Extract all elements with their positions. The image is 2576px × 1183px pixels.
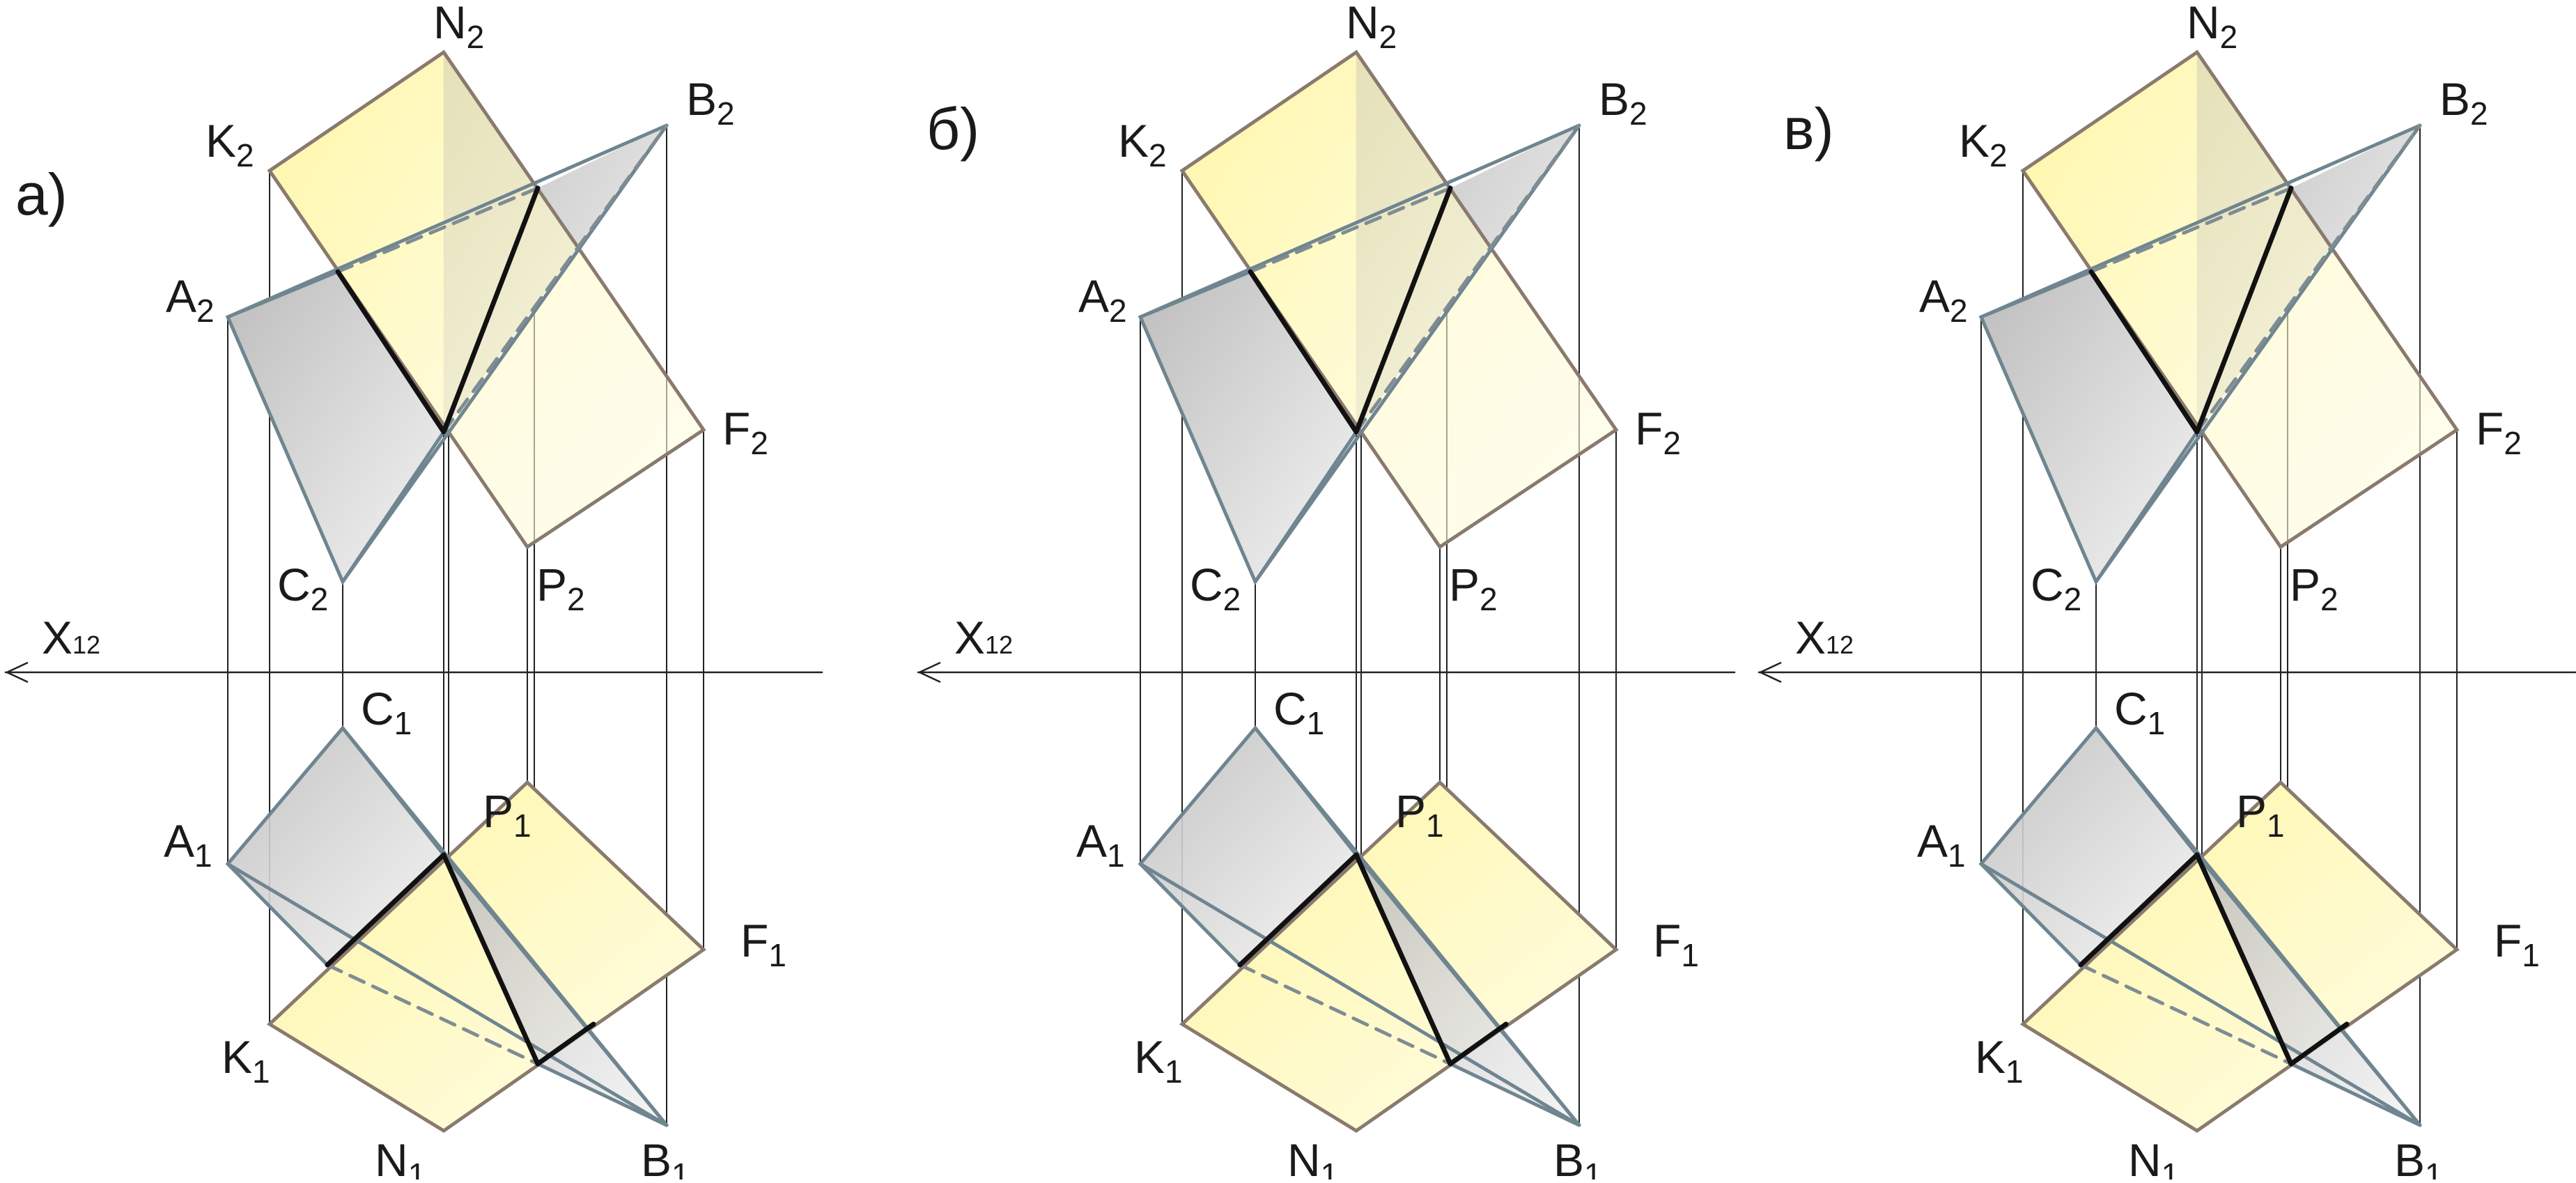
point-label-f1: F1 (1653, 915, 1699, 973)
triangle-edge-cb (341, 726, 669, 1127)
point-label-c2: C2 (2031, 559, 2081, 617)
point-label-n1: N1 (375, 1134, 426, 1180)
point-label-a2: A2 (166, 270, 215, 329)
hidden-line (442, 123, 669, 434)
point-label-a1: A1 (164, 815, 212, 874)
axis-label: X12 (42, 612, 100, 663)
point-label-n2: N2 (433, 0, 484, 55)
triangle-edge-ab (1979, 862, 2422, 1127)
intersection-line (2194, 185, 2294, 435)
intersection-line (1353, 852, 1453, 1067)
panel-letter: а) (15, 162, 68, 227)
point-label-b1: B1 (1553, 1134, 1602, 1180)
point-label-f1: F1 (740, 915, 786, 973)
triangle-edge-ab (226, 862, 669, 1127)
intersection-line (2288, 1021, 2350, 1067)
point-label-c1: C1 (1273, 683, 1324, 741)
point-label-b2: B2 (2439, 73, 2488, 132)
intersection-line (535, 1021, 596, 1067)
triangle-edge-ab (1979, 123, 2422, 319)
axis-x12: X12 (4, 612, 823, 683)
panel-letter: в) (1783, 96, 1834, 162)
intersection-line (441, 185, 541, 435)
intersection-line (1248, 269, 1359, 435)
intersection-line (335, 269, 447, 435)
point-label-c1: C1 (2114, 683, 2165, 741)
point-label-p2: P2 (1449, 559, 1498, 617)
point-label-f2: F2 (722, 403, 768, 461)
point-label-k1: K1 (222, 1031, 270, 1090)
point-label-f1: F1 (2494, 915, 2540, 973)
panel-letter: б) (926, 96, 979, 162)
intersection-line (1448, 1021, 1509, 1067)
point-label-p2: P2 (2290, 559, 2338, 617)
point-label-k1: K1 (1975, 1031, 2024, 1090)
hidden-line (2195, 123, 2422, 434)
intersection-line (1353, 185, 1453, 435)
point-label-n1: N1 (1287, 1134, 1338, 1180)
point-label-p1: P1 (1395, 785, 1444, 844)
hidden-line (1248, 186, 1452, 274)
point-label-k2: K2 (1118, 115, 1167, 173)
point-label-p2: P2 (536, 559, 585, 617)
intersection-line (2088, 269, 2200, 435)
hidden-line (1238, 963, 1452, 1066)
hidden-line (336, 186, 540, 274)
point-label-b2: B2 (1599, 73, 1647, 132)
point-label-n1: N1 (2128, 1134, 2179, 1180)
point-label-c2: C2 (277, 559, 328, 617)
axis-label: X12 (954, 612, 1013, 663)
triangle-edge-cb (2094, 726, 2422, 1127)
intersection-line (2194, 852, 2294, 1067)
point-label-p1: P1 (483, 785, 532, 844)
intersection-line (325, 852, 447, 968)
point-label-k2: K2 (205, 115, 254, 173)
point-label-f2: F2 (1635, 403, 1681, 461)
plane-lower (2019, 780, 2460, 1133)
point-label-k1: K1 (1134, 1031, 1183, 1090)
intersection-line (1237, 852, 1359, 968)
plane-lower (266, 780, 706, 1133)
point-label-b1: B1 (2394, 1134, 2443, 1180)
hidden-line (1354, 123, 1581, 434)
point-label-n2: N2 (2187, 0, 2237, 55)
intersection-line (441, 852, 541, 1067)
point-label-n2: N2 (1346, 0, 1397, 55)
triangle-edge-cb (1253, 726, 1581, 1127)
point-label-b2: B2 (686, 73, 735, 132)
plane-upper (1179, 49, 1619, 550)
plane-upper (2020, 49, 2460, 550)
axis-x12: X12 (917, 612, 1736, 683)
point-label-a2: A2 (1919, 270, 1968, 329)
axis-arrow-icon (917, 661, 941, 683)
point-label-a1: A1 (1917, 815, 1966, 874)
plane-upper (267, 49, 706, 550)
plane-lower (1179, 780, 1619, 1133)
triangle-edge-ab (1138, 862, 1581, 1127)
point-label-f2: F2 (2476, 403, 2522, 461)
point-label-k2: K2 (1959, 115, 2008, 173)
axis-arrow-icon (5, 661, 29, 683)
point-label-a2: A2 (1078, 270, 1127, 329)
triangle-edge-ab (226, 123, 669, 319)
axis-arrow-icon (1758, 661, 1782, 683)
point-label-a1: A1 (1076, 815, 1125, 874)
point-label-c2: C2 (1190, 559, 1241, 617)
triangle-edge-ab (1138, 123, 1581, 319)
axis-x12: X12 (1758, 612, 2576, 683)
hidden-line (325, 963, 540, 1066)
point-label-c1: C1 (361, 683, 412, 741)
point-label-b1: B1 (641, 1134, 690, 1180)
hidden-line (2079, 963, 2293, 1066)
point-label-p1: P1 (2236, 785, 2285, 844)
intersection-line (2078, 852, 2200, 968)
axis-label: X12 (1795, 612, 1854, 663)
hidden-line (2089, 186, 2293, 274)
